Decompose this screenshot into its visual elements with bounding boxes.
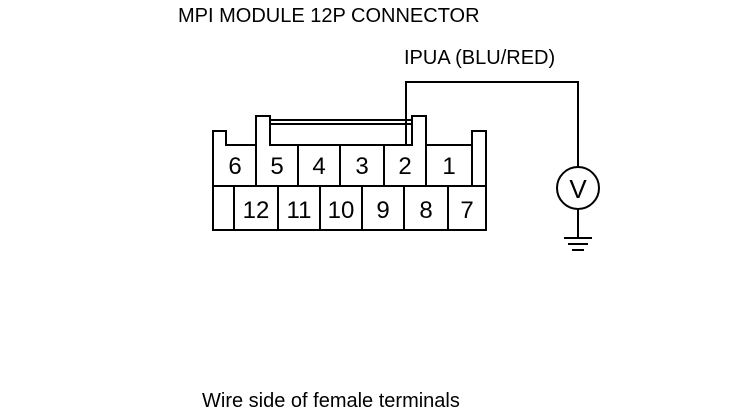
diagram-title: MPI MODULE 12P CONNECTOR [178, 5, 480, 27]
bottom-row-pins: 12 11 10 9 8 7 [243, 197, 474, 224]
view-caption: Wire side of female terminals [202, 390, 460, 412]
voltmeter-letter: V [569, 174, 587, 204]
pin-10: 10 [328, 197, 355, 224]
probe-wire [405, 81, 579, 167]
pin-12: 12 [243, 197, 270, 224]
pin-5: 5 [270, 153, 283, 180]
pin-2: 2 [398, 153, 411, 180]
pin-4: 4 [312, 153, 325, 180]
bottom-row-separators [233, 186, 449, 230]
pin-8: 8 [419, 197, 432, 224]
wire-label: IPUA (BLU/RED) [404, 47, 556, 69]
pin-9: 9 [376, 197, 389, 224]
pin-1: 1 [442, 153, 455, 180]
connector-body [212, 115, 487, 231]
ground-icon [564, 237, 592, 251]
pin-11: 11 [287, 197, 312, 224]
pin-7: 7 [460, 197, 473, 224]
pin-3: 3 [355, 153, 368, 180]
top-row-pins: 6 5 4 3 2 1 [228, 153, 455, 180]
top-row-separators [255, 145, 473, 186]
pin-6: 6 [228, 153, 241, 180]
